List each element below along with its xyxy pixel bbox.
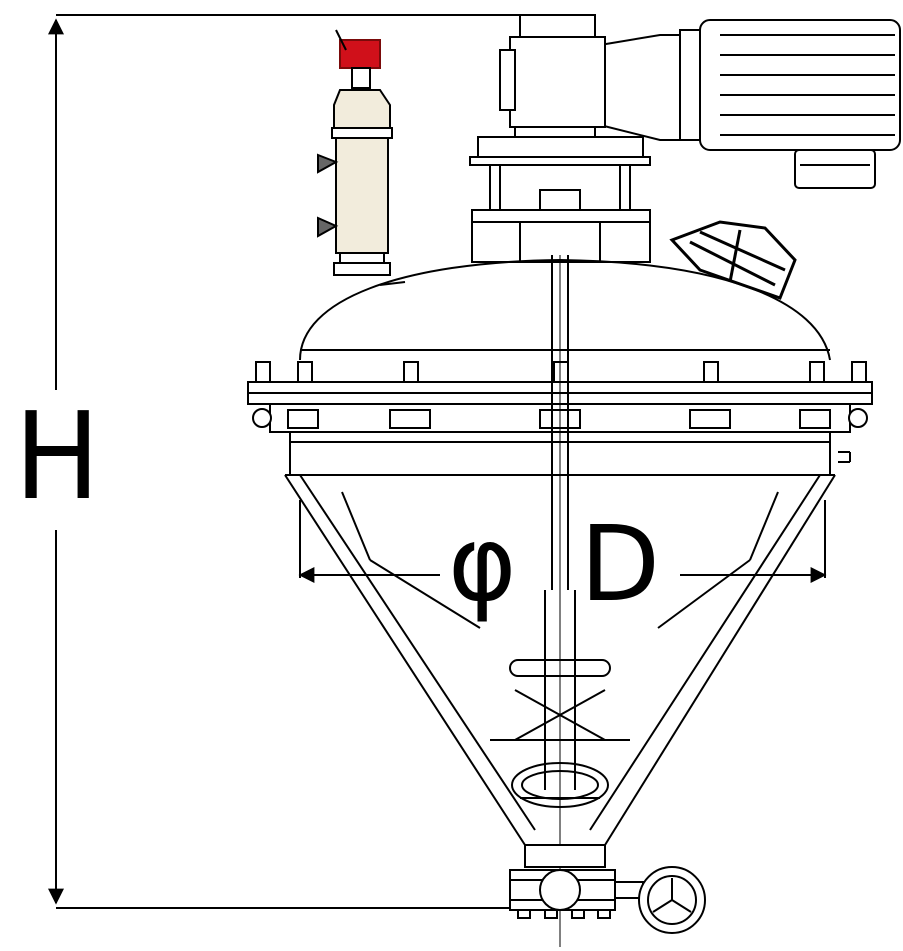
height-label: H [14,388,100,527]
diameter-letter-label: D [580,503,661,625]
height-dimension [48,14,595,909]
discharge-valve [509,844,706,934]
drive-support-frame [469,136,651,263]
inspection-port [669,220,797,300]
vent-filter [317,29,393,276]
gear-motor [499,14,901,189]
screw-shaft [490,255,630,947]
diameter-symbol-label: φ [448,503,517,625]
